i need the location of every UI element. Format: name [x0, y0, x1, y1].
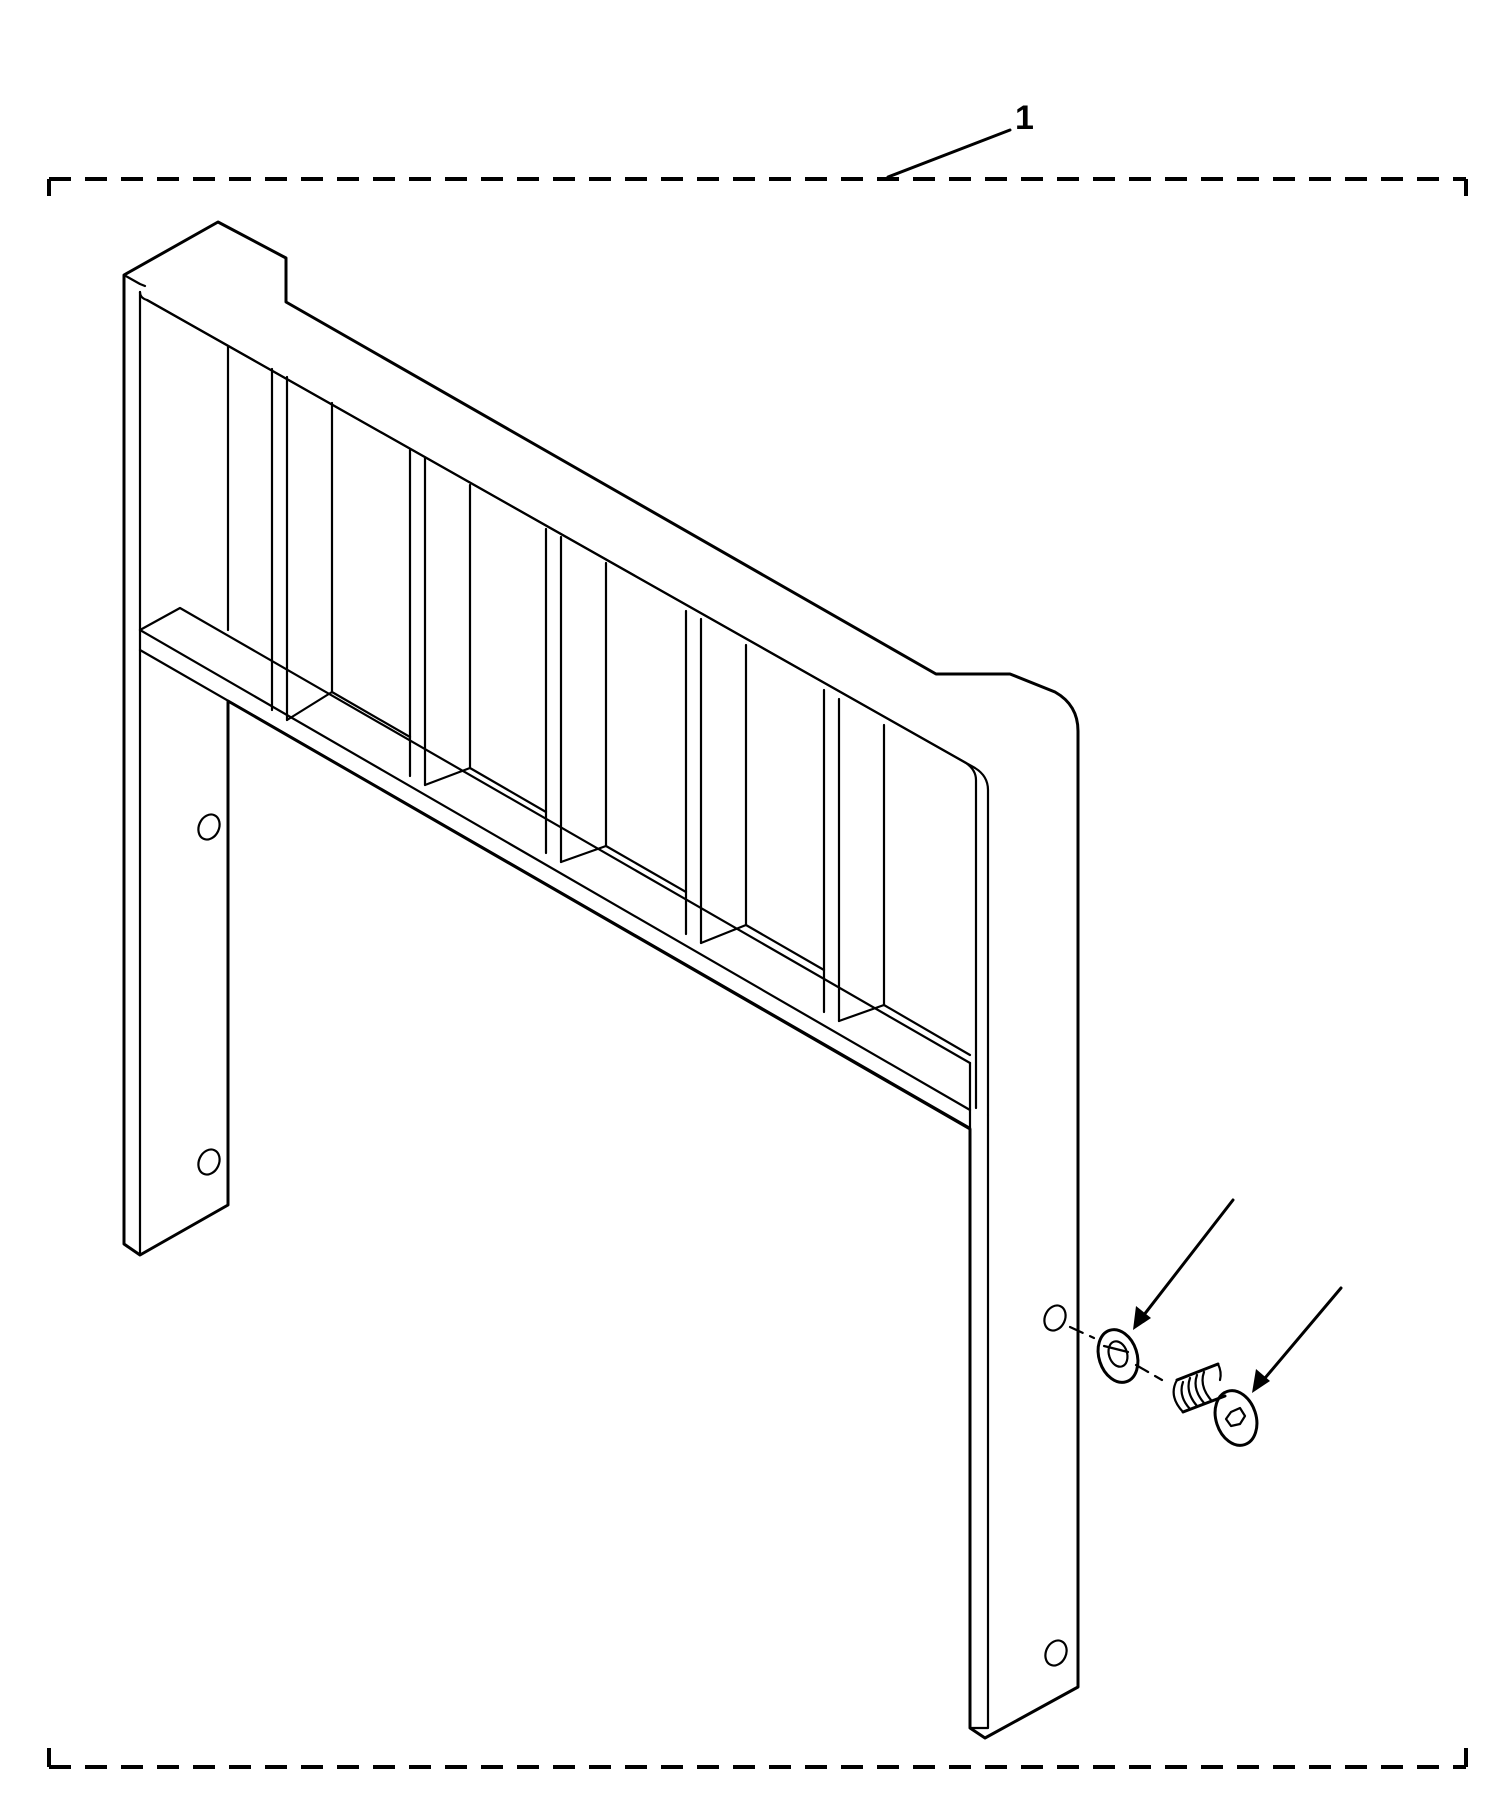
callout-label: 1	[1015, 99, 1034, 137]
mounting-hole	[197, 813, 221, 841]
mounting-hole	[1044, 1639, 1068, 1667]
mounting-hole	[197, 1148, 221, 1176]
arrow-head-icon	[1133, 1306, 1151, 1330]
hardware-centerline	[1068, 1325, 1164, 1382]
lock-washer	[1096, 1328, 1140, 1384]
arrow-head-icon	[1252, 1369, 1270, 1393]
shoulder-screw	[1172, 1362, 1259, 1447]
leader-line	[886, 128, 1012, 179]
frame-bracket	[122, 220, 1080, 1740]
mounting-hole	[1043, 1304, 1067, 1332]
hardware-leaders	[1133, 1198, 1343, 1393]
assembly-boundary	[47, 177, 1468, 1769]
callout-1: 1	[886, 99, 1034, 179]
